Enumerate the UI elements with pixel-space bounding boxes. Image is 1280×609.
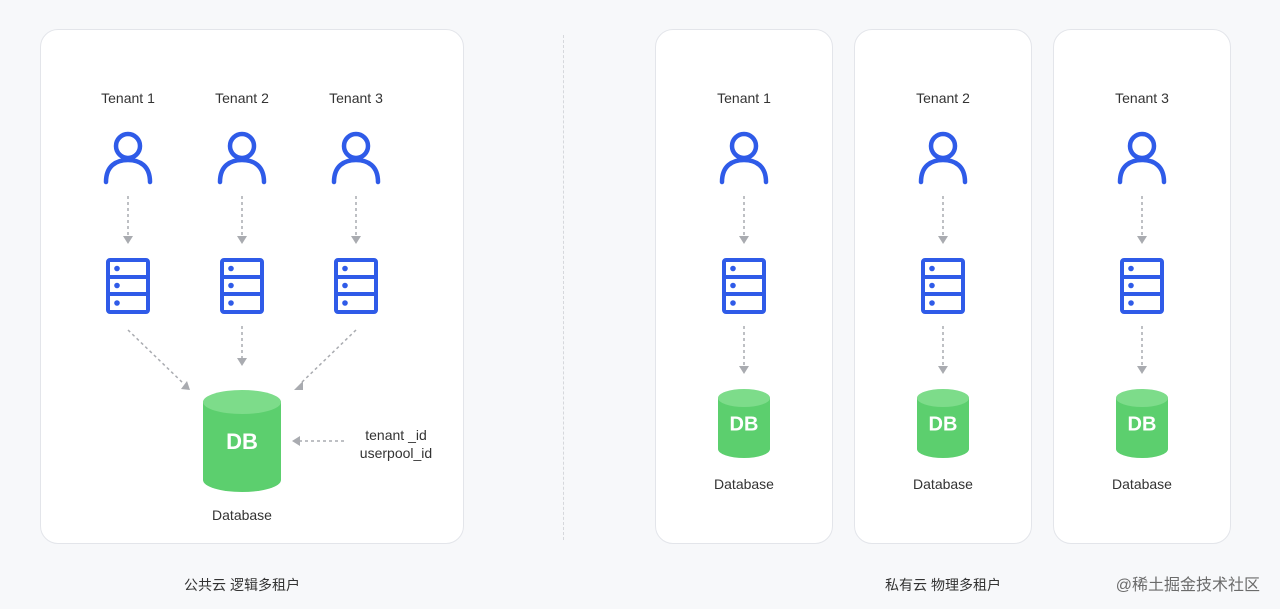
user-icon: [216, 130, 268, 185]
down-arrow: [122, 196, 134, 246]
public-database-label: Database: [212, 507, 272, 523]
database-cylinder-icon: [718, 389, 770, 459]
tenant-id-annotation: tenant _id userpool_id: [352, 426, 440, 462]
user-icon: [330, 130, 382, 185]
private-tenant-2-label: Tenant 2: [916, 90, 970, 106]
public-cloud-caption: 公共云 逻辑多租户: [184, 577, 300, 593]
database-cylinder-icon: [203, 390, 281, 494]
server-icon: [334, 258, 378, 314]
down-arrow: [738, 196, 750, 246]
db-text: DB: [928, 413, 958, 436]
db-text: DB: [226, 429, 258, 454]
converge-arrow-right: [286, 326, 366, 396]
section-divider: [563, 35, 564, 540]
watermark: @稀土掘金技术社区: [1115, 577, 1260, 594]
down-arrow: [1136, 326, 1148, 378]
down-arrow: [937, 326, 949, 378]
converge-arrow-left: [120, 326, 200, 396]
public-tenant-3-label: Tenant 3: [329, 90, 383, 106]
server-icon: [722, 258, 766, 314]
private-database-label: Database: [1112, 476, 1172, 492]
db-text: DB: [1127, 413, 1157, 436]
private-cloud-panel-1: [655, 29, 833, 544]
down-arrow: [1136, 196, 1148, 246]
down-arrow: [236, 196, 248, 246]
private-tenant-3-label: Tenant 3: [1115, 90, 1169, 106]
private-tenant-1-label: Tenant 1: [717, 90, 771, 106]
server-icon: [106, 258, 150, 314]
user-icon: [718, 130, 770, 185]
database-cylinder-icon: [917, 389, 969, 459]
public-tenant-2-label: Tenant 2: [215, 90, 269, 106]
annotation-userpool-id: userpool_id: [359, 445, 433, 461]
user-icon: [1116, 130, 1168, 185]
private-database-label: Database: [714, 476, 774, 492]
private-cloud-panel-2: [854, 29, 1032, 544]
annotation-tenant-id: tenant _id: [365, 427, 427, 443]
server-icon: [1120, 258, 1164, 314]
converge-arrow-center: [236, 326, 248, 376]
private-database-label: Database: [913, 476, 973, 492]
down-arrow: [937, 196, 949, 246]
user-icon: [102, 130, 154, 185]
database-cylinder-icon: [1116, 389, 1168, 459]
public-tenant-1-label: Tenant 1: [101, 90, 155, 106]
down-arrow: [350, 196, 362, 246]
db-text: DB: [729, 413, 759, 436]
down-arrow: [738, 326, 750, 378]
user-icon: [917, 130, 969, 185]
server-icon: [220, 258, 264, 314]
private-cloud-panel-3: [1053, 29, 1231, 544]
annotation-arrow: [290, 435, 346, 447]
private-cloud-caption: 私有云 物理多租户: [885, 577, 1001, 593]
server-icon: [921, 258, 965, 314]
